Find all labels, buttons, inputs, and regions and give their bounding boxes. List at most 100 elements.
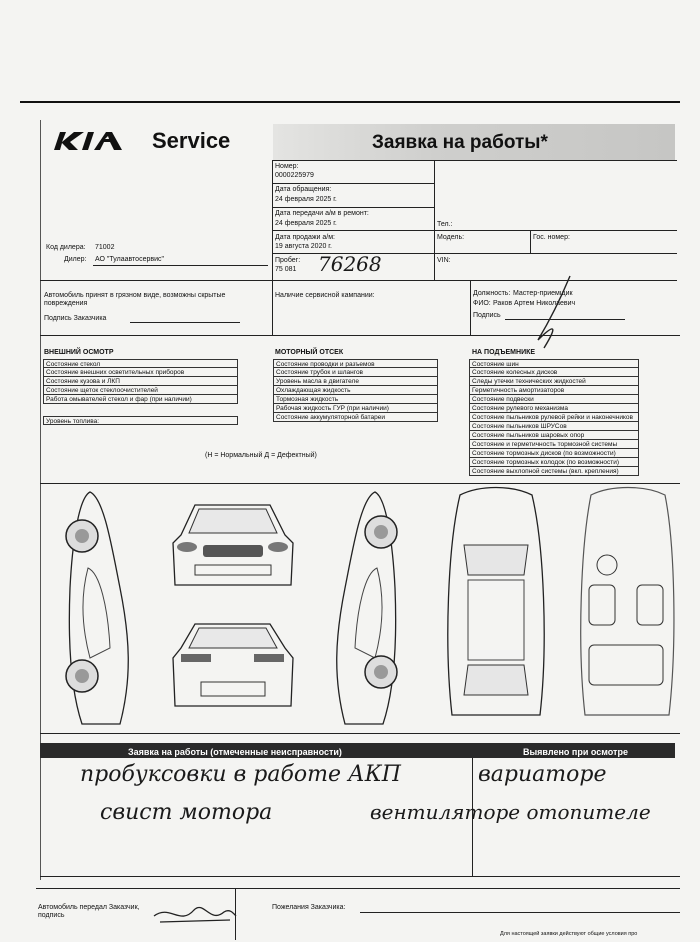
list-item: Состояние кузова и ЛКП — [43, 377, 238, 386]
list-item: Следы утечки технических жидкостей — [469, 377, 639, 386]
brand-service: Service — [152, 128, 231, 153]
divider — [272, 160, 273, 335]
list-item: Рабочая жидкость ГУР (при наличии) — [273, 404, 438, 413]
list-item: Состояние подвески — [469, 395, 639, 404]
car-rear-icon — [172, 623, 294, 707]
divider — [40, 280, 272, 281]
list-item: Состояние пыльников шаровых опор — [469, 431, 639, 440]
car-front-icon — [172, 504, 294, 586]
handed-over-label: Автомобиль передал Заказчик, подпись — [38, 904, 140, 919]
list-item: Состояние проводки и разъемов — [273, 359, 438, 368]
sale-date-label: Дата продажи а/м: — [275, 234, 335, 241]
engine-bay-title: МОТОРНЫЙ ОТСЕК — [275, 349, 344, 356]
defects-left-header: Заявка на работы (отмеченные неисправнос… — [128, 747, 342, 757]
request-date-label: Дата обращения: — [275, 186, 332, 193]
model-label: Модель: — [437, 234, 465, 241]
list-item: Состояние щеток стеклоочистителей — [43, 386, 238, 395]
page-title: Заявка на работы* — [372, 132, 548, 153]
divider — [130, 322, 240, 323]
car-interior-icon — [580, 486, 675, 716]
divider — [470, 280, 471, 335]
list-item: Состояние шин — [469, 359, 639, 368]
list-item: Состояние колесных дисков — [469, 368, 639, 377]
dealer-name: АО "Тулаавтосервис" — [95, 256, 164, 263]
list-item: Состояние трубок и шлангов — [273, 368, 438, 377]
title-band — [273, 124, 675, 160]
divider — [505, 319, 625, 320]
list-item: Тормозная жидкость — [273, 395, 438, 404]
divider — [360, 912, 680, 913]
mileage-label: Пробег: — [275, 257, 301, 264]
divider — [40, 876, 680, 877]
divider — [272, 160, 677, 161]
legend-note: (Н = Нормальный Д = Дефектный) — [205, 452, 317, 459]
mileage-value: 75 081 — [275, 266, 297, 273]
wishes-label: Пожелания Заказчика: — [272, 904, 346, 911]
divider — [530, 230, 531, 253]
client-signature-icon — [153, 907, 237, 923]
position-label: Должность: — [473, 290, 511, 297]
divider — [272, 230, 677, 231]
list-item: Состояние пыльников рулевой рейки и нако… — [469, 413, 639, 422]
list-item: Состояние пыльников ШРУСов — [469, 422, 639, 431]
order-number-label: Номер: — [275, 163, 299, 170]
lift-title: НА ПОДЪЕМНИКЕ — [472, 349, 536, 356]
car-top-icon — [447, 486, 545, 716]
list-item: Герметичность амортизаторов — [469, 386, 639, 395]
vin-label: VIN: — [437, 257, 451, 264]
divider — [272, 253, 677, 254]
client-signature-label: Подпись Заказчика — [44, 315, 107, 322]
divider — [472, 758, 473, 876]
fine-print: Для настоящей заявки действуют общие усл… — [500, 931, 638, 937]
dealer-code-label: Код дилера: — [46, 244, 86, 251]
divider — [235, 888, 236, 940]
divider — [272, 183, 434, 184]
external-inspection-title: ВНЕШНИЙ ОСМОТР — [44, 349, 114, 356]
dealer-code: 71002 — [95, 244, 115, 251]
handwritten-defect-1-right: вариаторе — [478, 762, 607, 787]
divider — [434, 160, 435, 280]
divider — [272, 280, 677, 281]
divider — [93, 265, 268, 266]
car-left-side-icon — [65, 491, 129, 725]
fio-value: Раков Артем Николаевич — [493, 300, 576, 307]
list-item: Уровень масла в двигателе — [273, 377, 438, 386]
handwritten-defect-2-right: вентиляторе отопителе — [370, 800, 651, 824]
handwritten-defect-1: пробуксовки в работе АКП — [80, 762, 401, 787]
handover-date: 24 февраля 2025 г. — [275, 220, 337, 227]
fuel-level: Уровень топлива: — [43, 416, 238, 425]
left-border — [40, 120, 41, 880]
fio-label: ФИО: — [473, 300, 491, 307]
list-item: Состояние тормозных колодок (по возможно… — [469, 458, 639, 467]
request-date: 24 февраля 2025 г. — [275, 196, 337, 203]
master-signature-icon — [537, 275, 571, 349]
list-item: Состояние аккумуляторной батареи — [273, 413, 438, 422]
car-right-side-icon — [336, 491, 398, 725]
kia-logo-icon — [54, 132, 122, 150]
handover-date-label: Дата передачи а/м в ремонт: — [275, 210, 369, 217]
handwritten-defect-2: свист мотора — [100, 800, 273, 825]
defects-header-bar — [40, 743, 675, 758]
list-item: Состояние рулевого механизма — [469, 404, 639, 413]
divider — [40, 335, 680, 336]
list-item: Состояние выхлопной системы (вкл. крепле… — [469, 467, 639, 476]
plate-label: Гос. номер: — [533, 234, 570, 241]
defects-right-header: Выявлено при осмотре — [523, 747, 628, 757]
position-value: Мастер-приемщик — [513, 290, 573, 297]
service-campaign-label: Наличие сервисной кампании: — [275, 292, 375, 299]
divider — [36, 888, 680, 889]
mileage-handwritten: 76268 — [318, 252, 382, 276]
divider — [272, 207, 434, 208]
top-rule — [20, 101, 680, 103]
list-item: Состояние внешних осветительных приборов — [43, 368, 238, 377]
dirty-car-note: Автомобиль принят в грязном виде, возмож… — [44, 292, 226, 307]
list-item: Охлаждающая жидкость — [273, 386, 438, 395]
list-item: Состояние и герметичность тормозной сист… — [469, 440, 639, 449]
phone-label: Тел.: — [437, 221, 453, 228]
divider — [40, 483, 680, 484]
list-item: Работа омывателей стекол и фар (при нали… — [43, 395, 238, 404]
divider — [40, 733, 680, 734]
dealer-label: Дилер: — [64, 256, 87, 263]
list-item: Состояние стекол — [43, 359, 238, 368]
order-number: 0000225979 — [275, 172, 314, 179]
